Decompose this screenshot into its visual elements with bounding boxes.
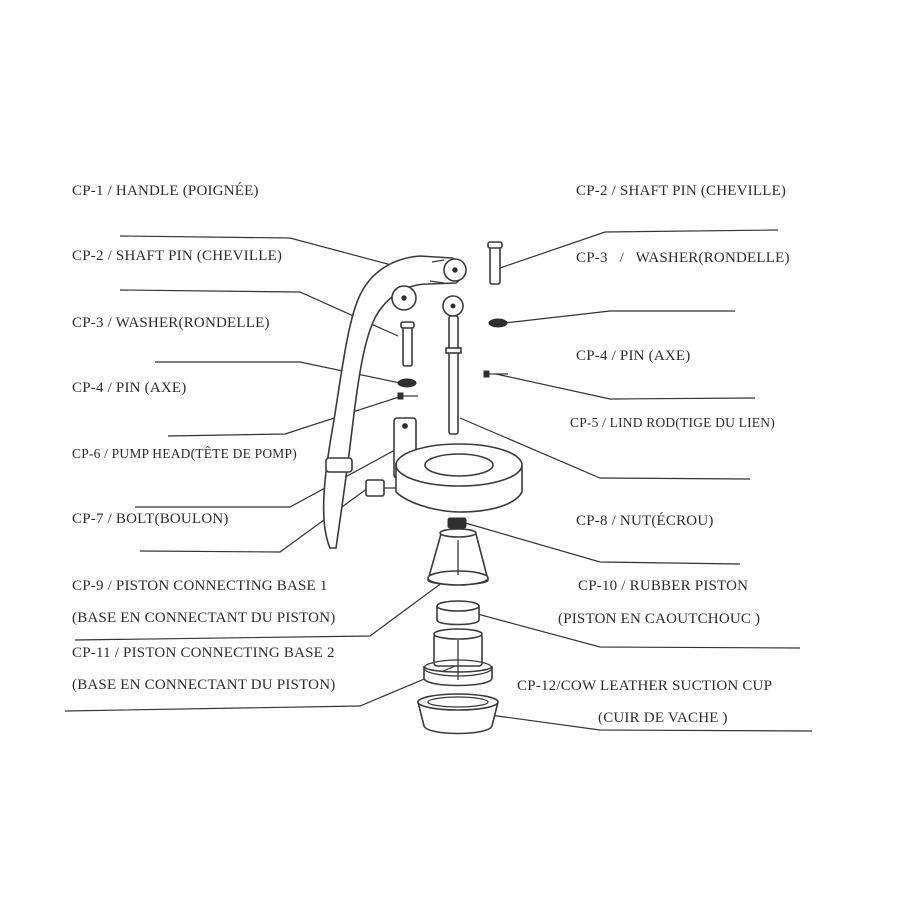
leader-cp3-left — [155, 361, 401, 384]
leader-cp9 — [74, 567, 463, 641]
label-cp10-subtitle: (PISTON EN CAOUTCHOUC ) — [558, 611, 761, 627]
leader-cp10 — [469, 611, 801, 649]
pin-left — [397, 392, 418, 400]
shaft-pin-right — [487, 241, 503, 285]
label-cp8-nut: CP-8 / NUT(ÉCROU) — [576, 513, 714, 529]
leader-cp1 — [119, 235, 411, 271]
suction-cup — [416, 693, 500, 735]
label-cp3-washer-right: CP-3 / WASHER(RONDELLE) — [576, 250, 790, 266]
handle-part — [322, 255, 467, 549]
leader-cp4-left — [167, 395, 403, 437]
label-cp4-pin-right: CP-4 / PIN (AXE) — [576, 348, 691, 364]
label-cp11-subtitle: (BASE EN CONNECTANT DU PISTON) — [72, 677, 336, 693]
piston-base-2 — [423, 628, 493, 687]
pump-head — [393, 417, 523, 513]
label-cp6-pump-head: CP-6 / PUMP HEAD(TÊTE DE POMP) — [72, 446, 297, 461]
link-rod — [442, 295, 464, 435]
label-cp5-link-rod: CP-5 / LIND ROD(TIGE DU LIEN) — [570, 415, 775, 430]
leader-cp2-right — [499, 229, 779, 269]
label-cp4-pin-left: CP-4 / PIN (AXE) — [72, 380, 187, 396]
nut — [447, 517, 467, 529]
label-cp1-handle: CP-1 / HANDLE (POIGNÉE) — [72, 183, 259, 199]
label-cp12-title: CP-12/COW LEATHER SUCTION CUP — [517, 678, 773, 694]
leader-cp12 — [467, 711, 813, 732]
label-cp9-title: CP-9 / PISTON CONNECTING BASE 1 — [72, 578, 328, 594]
label-cp10-title: CP-10 / RUBBER PISTON — [578, 578, 749, 594]
leader-cp6 — [135, 449, 396, 508]
leader-cp4-right — [495, 373, 756, 400]
leader-cp5 — [459, 417, 751, 480]
piston-base-1 — [427, 528, 489, 586]
label-cp9-subtitle: (BASE EN CONNECTANT DU PISTON) — [72, 610, 336, 626]
label-cp2-shaft-pin-left: CP-2 / SHAFT PIN (CHEVILLE) — [72, 248, 283, 264]
label-cp2-shaft-pin-right: CP-2 / SHAFT PIN (CHEVILLE) — [576, 183, 787, 199]
shaft-pin-left — [391, 285, 417, 367]
washer-left — [397, 378, 417, 388]
leader-cp8 — [461, 521, 741, 565]
leader-lines-right — [459, 229, 813, 732]
leader-lines-left — [64, 235, 463, 712]
label-cp12-subtitle: (CUIR DE VACHE ) — [598, 710, 728, 726]
bolt — [365, 479, 396, 497]
label-cp11-title: CP-11 / PISTON CONNECTING BASE 2 — [72, 645, 335, 661]
label-cp3-washer-left: CP-3 / WASHER(RONDELLE) — [72, 315, 270, 331]
rubber-piston — [436, 600, 480, 626]
label-cp7-bolt: CP-7 / BOLT(BOULON) — [72, 511, 229, 527]
washer-right — [488, 318, 508, 328]
leader-cp3-right — [504, 310, 735, 324]
pin-right — [483, 370, 508, 378]
